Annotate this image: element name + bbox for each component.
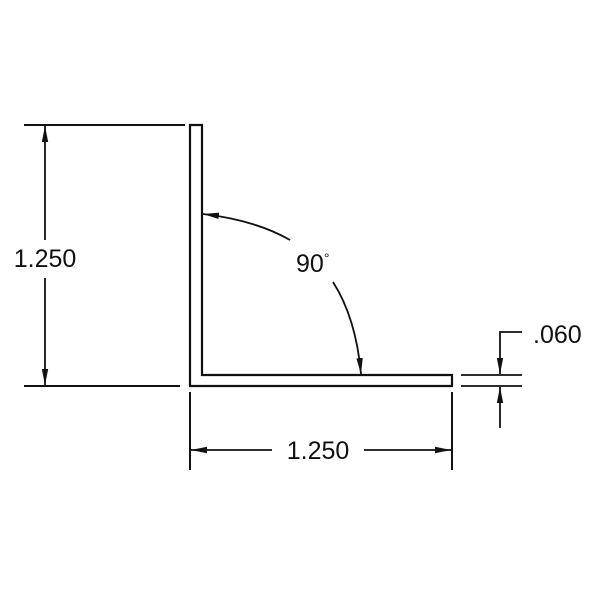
angle-dimension-label: 90° <box>296 250 329 278</box>
thickness-dimension: .060 <box>461 321 582 428</box>
angle-arc-upper <box>202 212 291 241</box>
degree-symbol: ° <box>324 250 330 266</box>
height-dimension: 1.250 <box>14 124 185 387</box>
angle-arc-lower <box>332 281 363 375</box>
angle-profile-outline <box>188 123 454 388</box>
height-dimension-label: 1.250 <box>14 245 77 273</box>
angle-dimension: 90° <box>202 212 363 375</box>
thickness-dimension-label: .060 <box>533 321 582 349</box>
width-dimension-label: 1.250 <box>287 437 350 465</box>
thickness-leader-top <box>496 331 522 374</box>
width-dimension: 1.250 <box>189 392 453 470</box>
angle-value: 90 <box>296 250 324 278</box>
